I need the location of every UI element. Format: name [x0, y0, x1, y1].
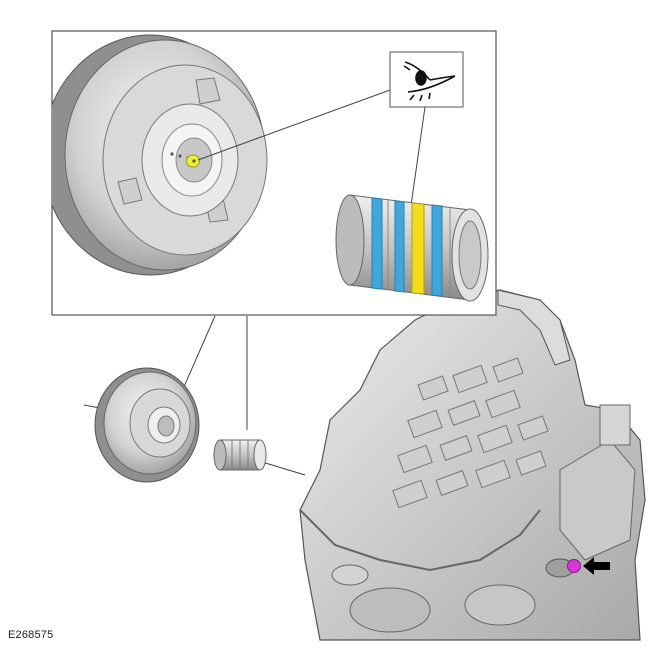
seal-sleeve-small	[213, 439, 267, 471]
transmission-case	[299, 289, 646, 641]
port-leader-line	[197, 89, 391, 161]
clutch-drum-small	[94, 367, 200, 483]
magenta-location-marker	[567, 559, 581, 573]
arrow-left-icon	[583, 557, 610, 575]
seal-sleeve-large	[335, 194, 489, 302]
valve-body-grid	[392, 357, 549, 509]
eye-icon	[403, 61, 456, 102]
clutch-drum-large	[52, 34, 268, 276]
inspection-callout	[389, 51, 464, 108]
figure-id-label: E268575	[8, 629, 54, 641]
